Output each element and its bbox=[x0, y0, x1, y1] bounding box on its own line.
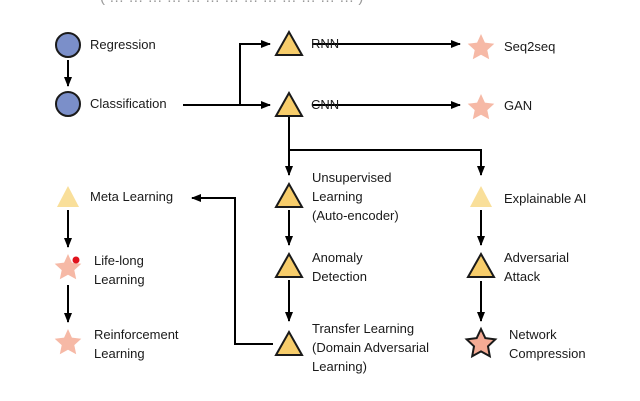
circle-icon bbox=[55, 91, 81, 117]
star-icon bbox=[467, 34, 495, 60]
label-transfer: Transfer Learning (Domain Adversarial Le… bbox=[312, 321, 430, 374]
triangle-icon bbox=[274, 251, 304, 278]
triangle-icon bbox=[274, 90, 304, 117]
label-adversarial: Adversarial Attack bbox=[504, 250, 570, 284]
label-cnn: CNN bbox=[311, 97, 340, 112]
arrows bbox=[64, 40, 485, 345]
label-rnn: RNN bbox=[311, 36, 340, 51]
arrow-cnn-explainable bbox=[289, 149, 485, 176]
star-icon bbox=[467, 94, 495, 120]
star-icon bbox=[54, 329, 82, 355]
label-unsupervised: Unsupervised Learning (Auto-encoder) bbox=[312, 170, 399, 223]
triangle-icon bbox=[57, 186, 79, 207]
label-meta: Meta Learning bbox=[90, 189, 174, 204]
label-lifelong: Life-long Learning bbox=[94, 253, 145, 287]
arrow-classification-rnn bbox=[239, 40, 271, 105]
label-regression: Regression bbox=[90, 37, 156, 52]
label-reinforcement: Reinforcement Learning bbox=[94, 327, 179, 361]
circle-icon bbox=[55, 32, 81, 58]
arrow-transfer-meta bbox=[191, 194, 273, 345]
label-anomaly: Anomaly Detection bbox=[312, 250, 367, 284]
star-icon bbox=[464, 326, 498, 359]
label-explainable: Explainable AI bbox=[504, 191, 587, 206]
star-icon bbox=[54, 254, 82, 280]
partial-title: ( … … … … … … … … … … … … … ) bbox=[100, 0, 363, 6]
label-classification: Classification bbox=[90, 96, 167, 111]
highlight-dot bbox=[72, 256, 80, 264]
triangle-icon bbox=[274, 29, 304, 56]
triangle-icon bbox=[470, 186, 492, 207]
label-gan: GAN bbox=[504, 98, 533, 113]
triangle-icon bbox=[466, 251, 496, 278]
triangle-icon bbox=[274, 181, 304, 208]
triangle-icon bbox=[274, 329, 304, 356]
label-seq2seq: Seq2seq bbox=[504, 39, 556, 54]
label-network-compression: Network Compression bbox=[509, 327, 586, 361]
